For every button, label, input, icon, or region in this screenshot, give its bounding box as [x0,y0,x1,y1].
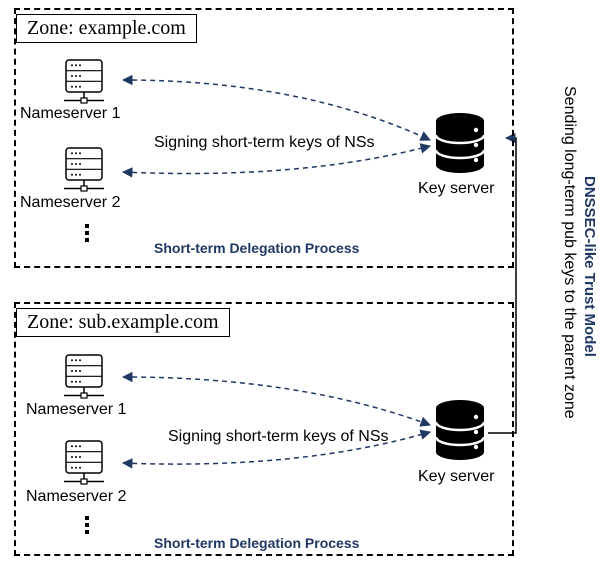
nameserver-icon-zone1-ns1 [64,59,104,104]
arrow-ns1-keyserver-zone1 [121,74,431,141]
nameserver-label: Nameserver 1 [20,105,121,122]
arrow-ns1-keyserver-zone2 [121,371,431,427]
trust-model-title: DNSSEC-like Trust Model [581,176,598,357]
key-server-label: Key server [418,180,495,197]
more-nameservers-ellipsis [84,516,90,537]
zone-label: Zone: example.com [16,14,197,43]
zone-box-sub-example-com [14,302,514,556]
nameserver-label: Nameserver 2 [26,488,127,505]
zone-label: Zone: sub.example.com [16,308,230,337]
key-server-icon-zone1 [434,113,486,173]
signing-label: Signing short-term keys of NSs [168,428,389,445]
zone-box-example-com [14,8,514,268]
more-nameservers-ellipsis [84,224,90,245]
nameserver-label: Nameserver 1 [26,401,127,418]
trust-chain-connector [488,132,517,434]
process-label: Short-term Delegation Process [154,240,360,256]
nameserver-icon-zone2-ns1 [64,354,104,399]
signing-label: Signing short-term keys of NSs [154,134,375,151]
trust-model-description: Sending long-term pub keys to the parent… [561,86,578,419]
nameserver-icon-zone2-ns2 [64,440,104,485]
nameserver-label: Nameserver 2 [20,194,121,211]
arrow-ns2-keyserver-zone2 [121,429,432,469]
key-server-icon-zone2 [434,400,486,460]
arrow-ns2-keyserver-zone1 [121,143,432,178]
key-server-label: Key server [418,468,495,485]
nameserver-icon-zone1-ns2 [64,147,104,192]
process-label: Short-term Delegation Process [154,535,360,551]
